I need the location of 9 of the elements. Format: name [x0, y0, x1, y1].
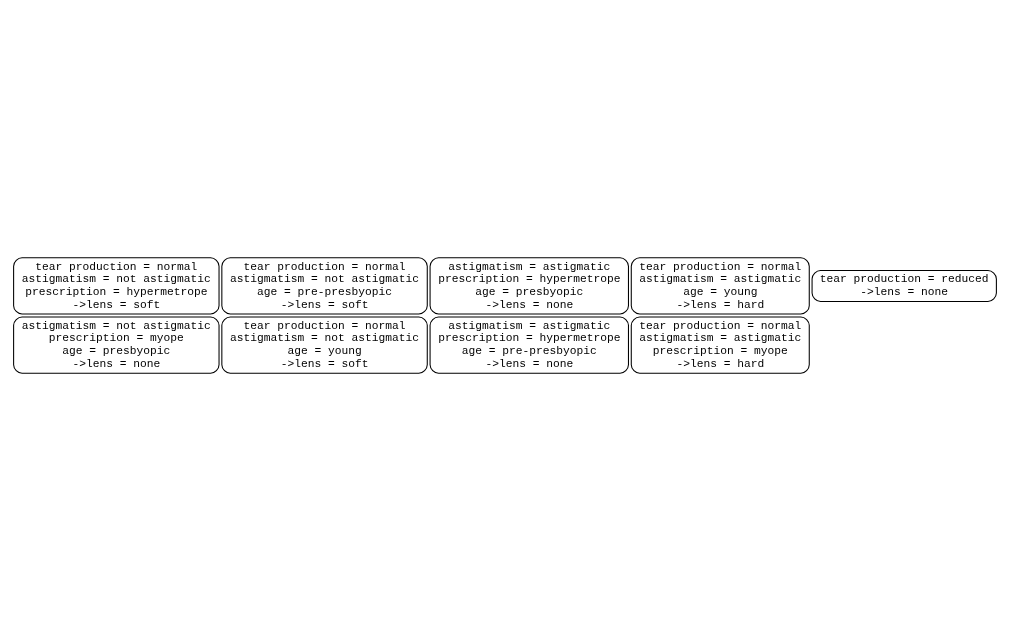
node-box: tear production = reduced ->lens = none — [811, 269, 997, 302]
node-box: astigmatism = not astigmatic prescription = myope age = presbyopic ->lens = none — [13, 315, 220, 374]
node-box: tear production = normal astigmatism = astigmatic prescription = myope ->lens = hard — [630, 315, 810, 374]
node-box: tear production = normal astigmatism = not astigmatic age = young ->lens = soft — [221, 315, 428, 374]
node-box: tear production = normal astigmatism = astigmatic age = young ->lens = hard — [630, 256, 810, 315]
node-box: tear production = normal astigmatism = not astigmatic prescription = hypermetrope ->lens = soft — [13, 256, 220, 315]
node-box: tear production = normal astigmatism = not astigmatic age = pre-presbyopic ->lens = soft — [221, 256, 428, 315]
node-box: astigmatism = astigmatic prescription = hypermetrope age = presbyopic ->lens = none — [429, 256, 629, 315]
node-box: astigmatism = astigmatic prescription = hypermetrope age = pre-presbyopic ->lens = none — [429, 315, 629, 374]
